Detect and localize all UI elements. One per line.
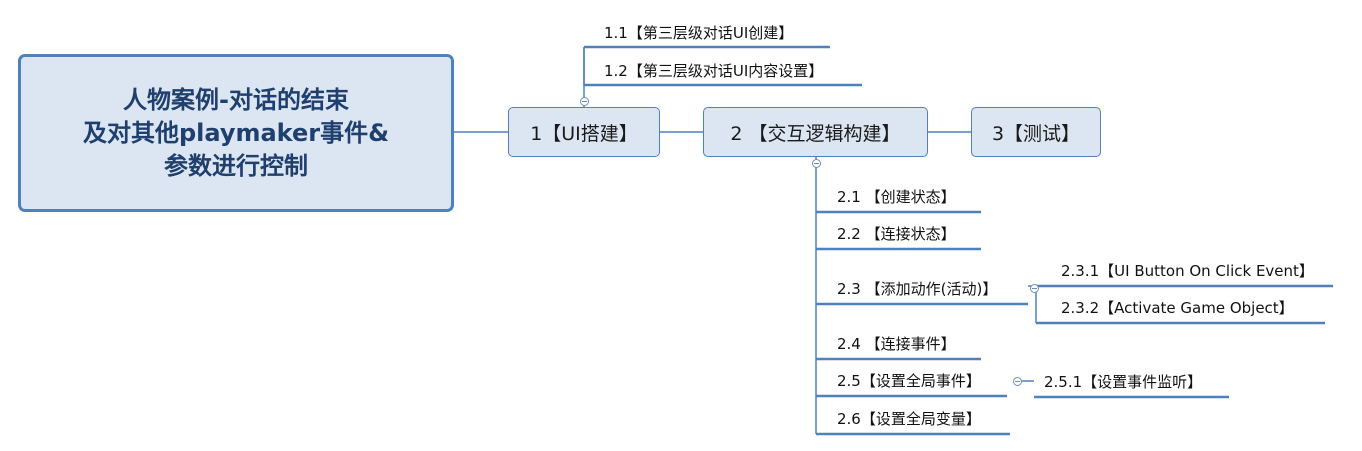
subtopic-1-1[interactable]: 1.1【第三层级对话UI创建】 <box>604 24 794 42</box>
topic-3-test[interactable]: 3【测试】 <box>971 107 1101 157</box>
collapse-icon[interactable] <box>580 97 589 106</box>
subtopic-2-1[interactable]: 2.1 【创建状态】 <box>837 188 956 206</box>
topic-2-logic-build[interactable]: 2 【交互逻辑构建】 <box>703 107 928 157</box>
root-title-line-1: 人物案例-对话的结束 <box>123 85 349 114</box>
collapse-icon[interactable] <box>1013 377 1022 386</box>
collapse-icon[interactable] <box>812 159 821 168</box>
topic-1-ui-build[interactable]: 1【UI搭建】 <box>508 107 660 157</box>
subtopic-2-5-1[interactable]: 2.5.1【设置事件监听】 <box>1044 373 1203 391</box>
collapse-icon[interactable] <box>1030 284 1039 293</box>
root-title-line-2: 及对其他playmaker事件& <box>82 118 390 147</box>
root-title-line-3: 参数进行控制 <box>164 151 308 180</box>
subtopic-1-2[interactable]: 1.2【第三层级对话UI内容设置】 <box>604 62 824 80</box>
subtopic-2-3-2[interactable]: 2.3.2【Activate Game Object】 <box>1061 299 1294 317</box>
root-topic[interactable]: 人物案例-对话的结束 及对其他playmaker事件& 参数进行控制 <box>18 54 454 212</box>
subtopic-2-3[interactable]: 2.3 【添加动作(活动)】 <box>837 280 998 298</box>
subtopic-2-2[interactable]: 2.2 【连接状态】 <box>837 225 956 243</box>
subtopic-2-5[interactable]: 2.5【设置全局事件】 <box>837 372 981 390</box>
subtopic-2-6[interactable]: 2.6【设置全局变量】 <box>837 410 981 428</box>
subtopic-2-3-1[interactable]: 2.3.1【UI Button On Click Event】 <box>1061 262 1314 280</box>
subtopic-2-4[interactable]: 2.4 【连接事件】 <box>837 335 956 353</box>
